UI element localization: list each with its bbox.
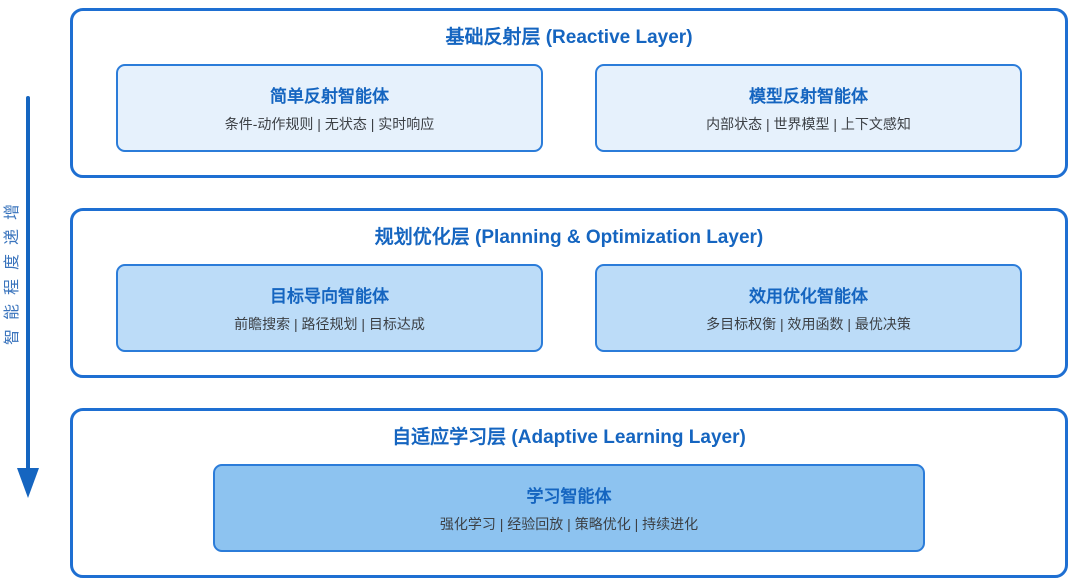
down-arrow-icon (17, 468, 39, 498)
agent-card-utility-based: 效用优化智能体 多目标权衡 | 效用函数 | 最优决策 (595, 264, 1022, 352)
agent-name: 效用优化智能体 (749, 287, 868, 306)
layer-adaptive-learning: 自适应学习层 (Adaptive Learning Layer) 学习智能体 强… (70, 408, 1068, 578)
agent-features: 前瞻搜索 | 路径规划 | 目标达成 (234, 316, 425, 332)
agent-features: 内部状态 | 世界模型 | 上下文感知 (706, 116, 911, 132)
layer-stack: 基础反射层 (Reactive Layer) 简单反射智能体 条件-动作规则 |… (70, 8, 1068, 578)
intelligence-axis-label: 智能程度递增 (4, 195, 21, 346)
layer-planning-title: 规划优化层 (Planning & Optimization Layer) (374, 227, 764, 248)
layer-planning-optimization: 规划优化层 (Planning & Optimization Layer) 目标… (70, 208, 1068, 378)
layer-reactive-title: 基础反射层 (Reactive Layer) (445, 27, 693, 48)
agent-features: 条件-动作规则 | 无状态 | 实时响应 (224, 116, 435, 132)
agent-card-goal-based: 目标导向智能体 前瞻搜索 | 路径规划 | 目标达成 (116, 264, 543, 352)
agent-card-model-reflex: 模型反射智能体 内部状态 | 世界模型 | 上下文感知 (595, 64, 1022, 152)
agent-name: 简单反射智能体 (270, 87, 389, 106)
agent-name: 学习智能体 (526, 487, 612, 506)
agent-card-learning: 学习智能体 强化学习 | 经验回放 | 策略优化 | 持续进化 (213, 464, 925, 552)
layer-planning-agents: 目标导向智能体 前瞻搜索 | 路径规划 | 目标达成 效用优化智能体 多目标权衡… (116, 264, 1022, 352)
down-arrow-line (26, 96, 30, 470)
layer-reactive-agents: 简单反射智能体 条件-动作规则 | 无状态 | 实时响应 模型反射智能体 内部状… (116, 64, 1022, 152)
agent-name: 模型反射智能体 (749, 87, 868, 106)
layer-reactive: 基础反射层 (Reactive Layer) 简单反射智能体 条件-动作规则 |… (70, 8, 1068, 178)
layer-adaptive-title: 自适应学习层 (Adaptive Learning Layer) (392, 427, 746, 448)
layer-adaptive-agents: 学习智能体 强化学习 | 经验回放 | 策略优化 | 持续进化 (213, 464, 925, 552)
agent-features: 强化学习 | 经验回放 | 策略优化 | 持续进化 (439, 516, 699, 532)
intelligence-axis: 智能程度递增 (0, 0, 56, 586)
agent-name: 目标导向智能体 (270, 287, 389, 306)
agent-card-simple-reflex: 简单反射智能体 条件-动作规则 | 无状态 | 实时响应 (116, 64, 543, 152)
agent-features: 多目标权衡 | 效用函数 | 最优决策 (706, 316, 911, 332)
